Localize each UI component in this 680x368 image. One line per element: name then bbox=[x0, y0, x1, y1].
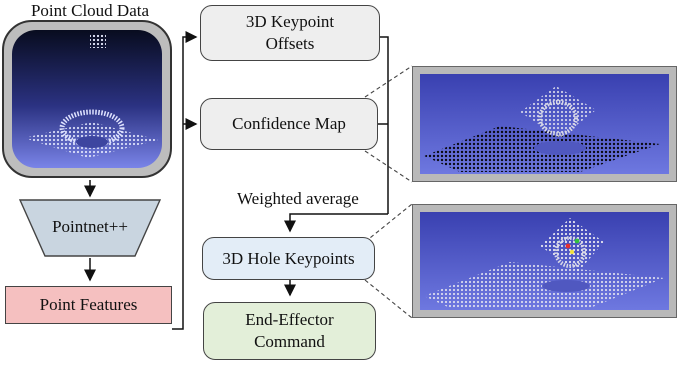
keypoint-offsets-line1: 3D Keypoint bbox=[245, 12, 335, 31]
diagram-title: Point Cloud Data bbox=[30, 1, 150, 20]
confidence-map-box: Confidence Map bbox=[200, 98, 378, 150]
keypoint-offsets-box: 3D Keypoint Offsets bbox=[200, 5, 380, 61]
point-features-label: Point Features bbox=[39, 295, 138, 314]
arrow-features-to-offsets bbox=[172, 31, 198, 330]
input-point-cloud-image bbox=[12, 30, 162, 168]
keypoints-visualization-frame bbox=[412, 204, 677, 318]
hole-keypoints-label: 3D Hole Keypoints bbox=[222, 248, 355, 268]
callout-top-upper bbox=[364, 65, 413, 98]
end-effector-line1: End-Effector bbox=[245, 310, 334, 329]
end-effector-line2: Command bbox=[254, 332, 325, 351]
callout-bottom-upper bbox=[364, 203, 413, 243]
keypoint-marker-red bbox=[565, 243, 571, 249]
keypoints-visualization-image bbox=[420, 212, 669, 310]
keypoint-offsets-line2: Offsets bbox=[265, 34, 315, 53]
encoder-trapezoid bbox=[18, 199, 162, 257]
callout-bottom-lower bbox=[364, 279, 413, 319]
encoder-label: Pointnet++ bbox=[52, 217, 128, 236]
end-effector-command-box: End-Effector Command bbox=[203, 302, 376, 360]
confidence-map-label: Confidence Map bbox=[232, 114, 346, 133]
callout-top-lower bbox=[364, 150, 413, 183]
keypoint-marker-yellow bbox=[569, 249, 575, 255]
point-features-box: Point Features bbox=[5, 286, 172, 324]
line-offsets-merge bbox=[380, 36, 389, 214]
arrow-merge-to-keypoints bbox=[284, 213, 388, 233]
input-cloud-frame bbox=[2, 20, 172, 178]
keypoint-marker-green bbox=[574, 238, 580, 244]
confidence-visualization-frame bbox=[412, 66, 677, 182]
weighted-average-label: Weighted average bbox=[237, 189, 359, 208]
confidence-visualization-image bbox=[420, 74, 669, 174]
hole-keypoints-box: 3D Hole Keypoints bbox=[202, 237, 375, 280]
